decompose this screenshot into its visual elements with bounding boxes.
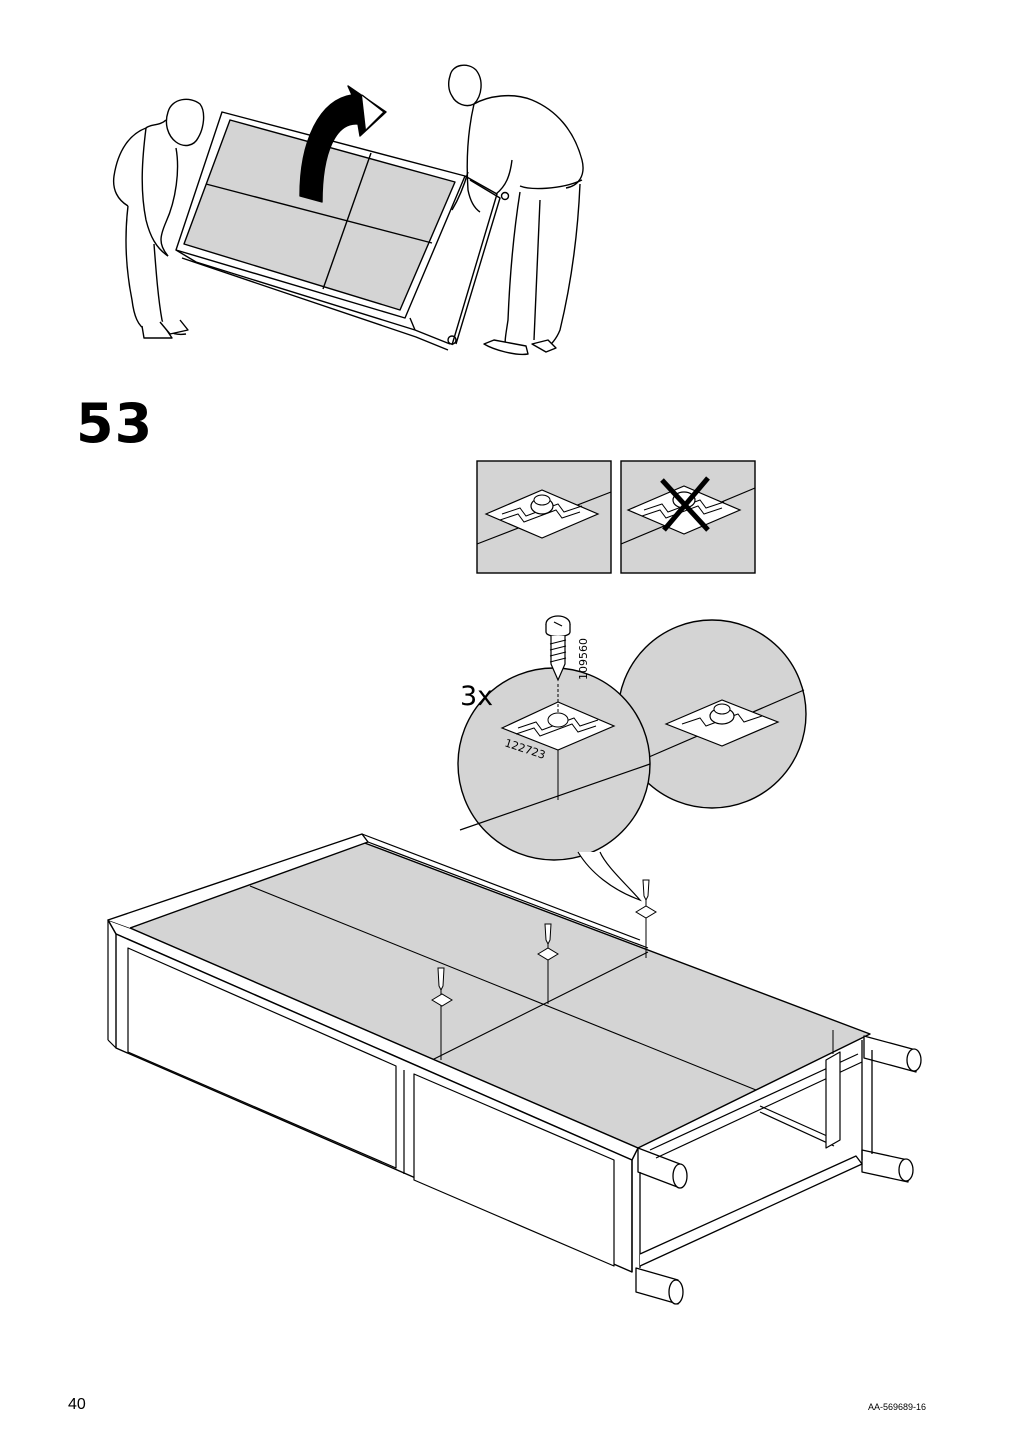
screw-part-number: 109560	[577, 638, 590, 680]
detail-circle-left	[457, 667, 651, 902]
person-left	[112, 98, 205, 339]
plate-marker-3	[635, 879, 657, 958]
rotate-arrow-icon	[299, 85, 387, 203]
plate-marker-2	[537, 923, 559, 1004]
screw-icon	[545, 615, 571, 682]
document-code: AA-569689-16	[868, 1402, 927, 1412]
page-number: 40	[68, 1396, 86, 1413]
quantity-label: 3x	[460, 681, 493, 712]
plate-marker-1	[431, 967, 453, 1060]
plate-screw-markers	[431, 879, 657, 1060]
fitting-wrong-icon	[620, 460, 756, 574]
tilted-bed-frame	[175, 111, 510, 351]
step-number: 53	[76, 392, 154, 455]
fitting-correct-icon	[476, 460, 612, 574]
bed-frame-illustration	[107, 833, 922, 1305]
flip-bed-illustration	[112, 64, 584, 356]
person-right	[447, 64, 584, 356]
